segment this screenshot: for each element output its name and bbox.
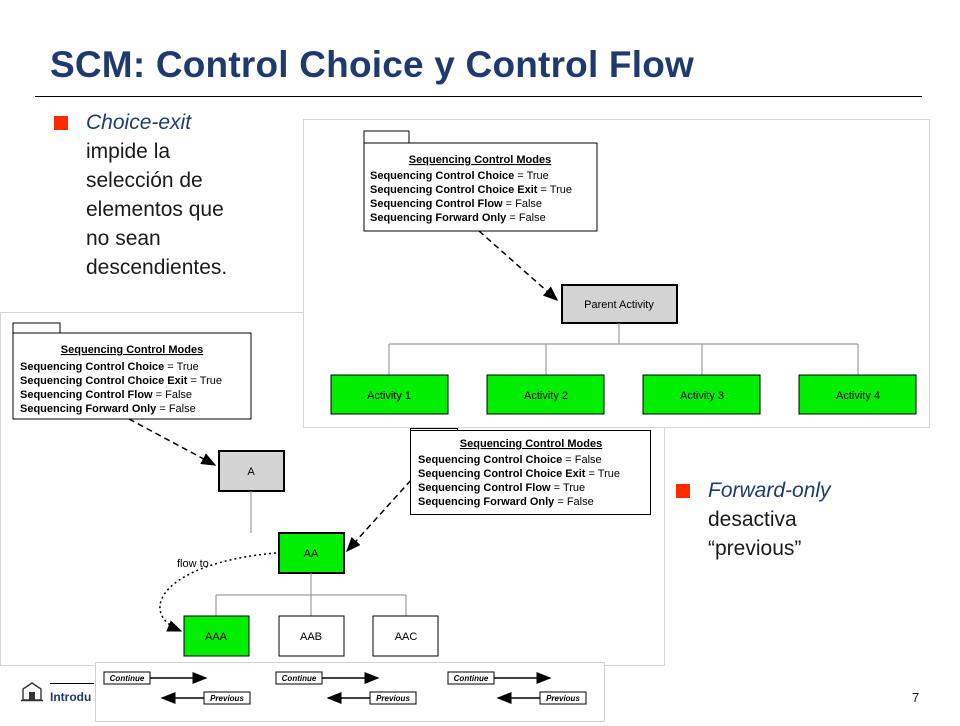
node-a	[218, 450, 285, 492]
node-aab-label: AAB	[300, 631, 322, 643]
mode-line: Sequencing Control Choice = True	[370, 170, 549, 182]
mode-line: Sequencing Control Flow = False	[20, 389, 192, 401]
title-divider	[35, 96, 922, 97]
bullet-line: no sean	[86, 227, 161, 250]
footer-divider	[50, 683, 94, 684]
university-logo-icon	[20, 680, 44, 707]
activity-label: Activity 4	[836, 390, 880, 402]
previous-label: Previous	[376, 694, 410, 703]
right-modes-box: Sequencing Control Modes Sequencing Cont…	[410, 418, 655, 516]
folder-tab	[12, 322, 61, 334]
continue-label: Continue	[454, 674, 489, 683]
previous-button[interactable]	[369, 691, 417, 705]
mode-line: Sequencing Control Choice = True	[20, 361, 199, 373]
modes-box	[363, 142, 598, 232]
previous-label: Previous	[210, 694, 244, 703]
dashed-arrow	[478, 230, 559, 301]
dashed-arrow	[128, 418, 217, 466]
choice-exit-diagram-panel: Sequencing Control Modes Sequencing Cont…	[303, 119, 930, 428]
continue-label: Continue	[282, 674, 317, 683]
node-aaa-label: AAA	[205, 631, 228, 643]
bullet-line: “previous”	[708, 537, 802, 560]
node-aac	[372, 615, 439, 657]
flow-diagram: Sequencing Control Modes Sequencing Cont…	[12, 322, 439, 657]
previous-button[interactable]	[539, 691, 587, 705]
footer-text: Introdu	[50, 690, 92, 704]
mode-line: Sequencing Control Choice Exit = True	[370, 184, 572, 196]
mode-line: Sequencing Forward Only = False	[20, 403, 196, 415]
flow-to-label: flow to	[177, 558, 209, 570]
modes-box-title: Sequencing Control Modes	[409, 154, 551, 166]
node-a-label: A	[247, 466, 255, 478]
mode-line: Sequencing Forward Only = False	[418, 496, 594, 508]
previous-label: Previous	[546, 694, 580, 703]
bullet-line: desactiva	[708, 508, 797, 531]
activity-node	[330, 374, 449, 415]
mode-line: Sequencing Control Choice Exit = True	[20, 375, 222, 387]
bullet-line: selección de	[86, 169, 203, 192]
mode-line: Sequencing Control Flow = True	[418, 482, 585, 494]
parent-activity-node	[561, 284, 678, 324]
mode-line: Sequencing Control Flow = False	[370, 198, 542, 210]
bullet-term: Forward-only	[708, 479, 831, 502]
node-aab	[278, 615, 345, 657]
activity-label: Activity 1	[367, 390, 411, 402]
navigation-buttons-panel: Continue Previous Continue Previous Cont…	[95, 662, 605, 722]
bullet-choice-exit: Choice-exit impide la selección de eleme…	[54, 108, 286, 282]
modes-box-title: Sequencing Control Modes	[61, 344, 203, 356]
activity-label: Activity 3	[680, 390, 724, 402]
modes-box-title: Sequencing Control Modes	[460, 438, 602, 450]
bullet-square-icon	[54, 116, 68, 130]
activity-label: Activity 2	[524, 390, 568, 402]
node-aa	[278, 532, 345, 574]
mode-line: Sequencing Control Choice = False	[418, 454, 602, 466]
previous-button[interactable]	[203, 691, 251, 705]
bullet-forward-only: Forward-only desactiva “previous”	[676, 476, 908, 563]
bullet-line: impide la	[86, 140, 171, 163]
modes-box	[12, 332, 252, 420]
activity-node	[486, 374, 605, 415]
bullet-square-icon	[676, 484, 690, 498]
folder-tab	[363, 130, 410, 144]
bullet-term: Choice-exit	[86, 111, 192, 134]
slide-title: SCM: Control Choice y Control Flow	[50, 44, 694, 85]
node-aaa	[183, 615, 250, 657]
activity-node	[798, 374, 917, 415]
node-aac-label: AAC	[395, 631, 418, 643]
bullet-line: descendientes.	[86, 256, 228, 279]
continue-label: Continue	[110, 674, 145, 683]
node-aa-label: AA	[304, 548, 319, 560]
parent-activity-label: Parent Activity	[584, 299, 654, 311]
mode-line: Sequencing Control Choice Exit = True	[418, 468, 620, 480]
choice-exit-diagram: Sequencing Control Modes Sequencing Cont…	[330, 130, 917, 415]
bullet-line: elementos que	[86, 198, 224, 221]
flow-arrow	[159, 552, 277, 632]
activity-node	[642, 374, 761, 415]
mode-line: Sequencing Forward Only = False	[370, 212, 546, 224]
page-number: 7	[912, 690, 920, 705]
modes-box	[410, 430, 651, 515]
